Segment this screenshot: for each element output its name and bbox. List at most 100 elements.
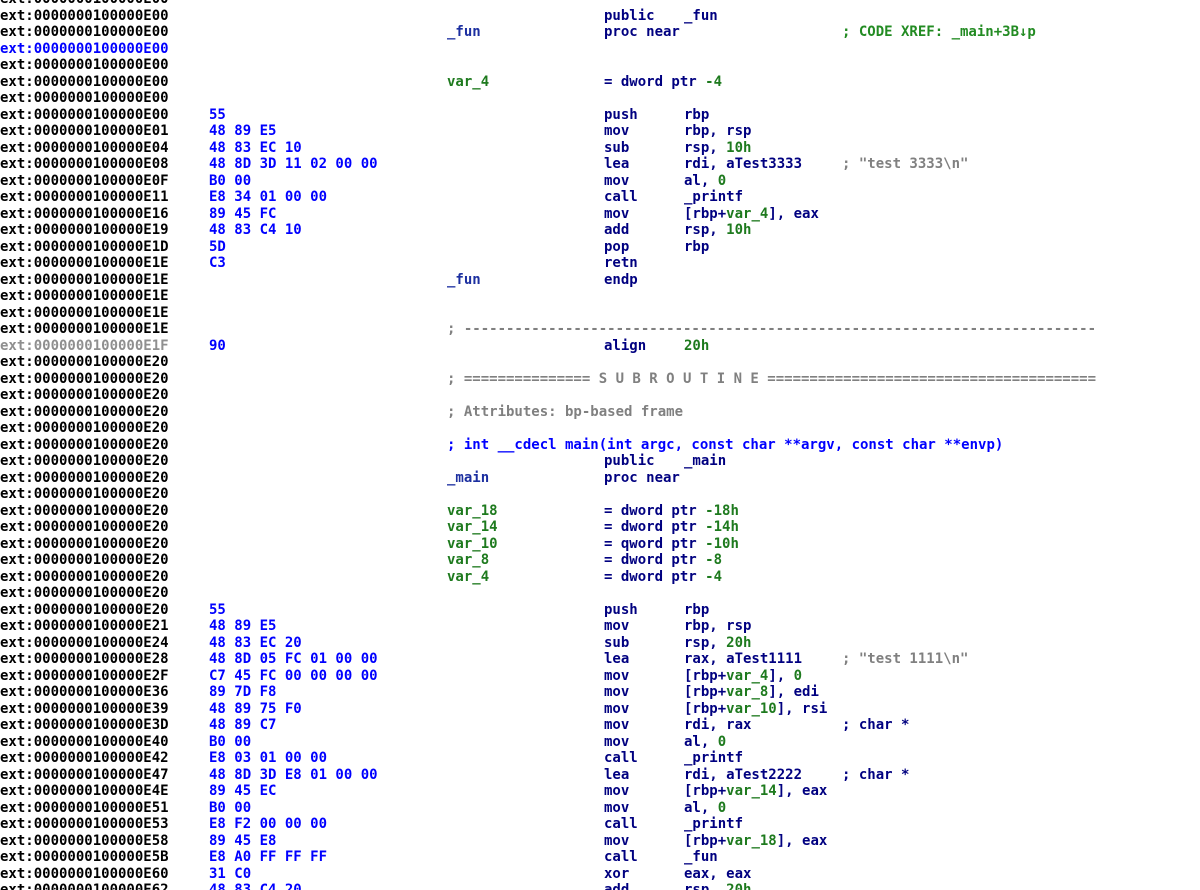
operands[interactable]: rdi, rax: [684, 717, 752, 733]
mnemonic[interactable]: = dword ptr -4: [604, 73, 723, 90]
mnemonic[interactable]: mov: [604, 205, 630, 222]
line-address[interactable]: ext:0000000100000E0F: [0, 172, 169, 189]
line-address[interactable]: ext:0000000100000E1E: [0, 255, 169, 271]
mnemonic[interactable]: call: [604, 750, 638, 766]
opcode-bytes[interactable]: 48 8D 3D 11 02 00 00: [209, 156, 378, 172]
line-address[interactable]: ext:0000000100000E20: [0, 601, 169, 618]
code-xref-comment[interactable]: ; CODE XREF: _main+3B↓p: [842, 24, 1036, 40]
code-label[interactable]: _main: [447, 469, 490, 486]
mnemonic[interactable]: mov: [604, 123, 630, 139]
operands[interactable]: eax, eax: [684, 865, 752, 882]
operands[interactable]: rbp: [684, 238, 710, 255]
operands[interactable]: _fun: [684, 7, 718, 24]
line-address[interactable]: ext:0000000100000E1E: [0, 321, 169, 337]
mnemonic[interactable]: add: [604, 882, 630, 890]
mnemonic[interactable]: = dword ptr -14h: [604, 519, 739, 535]
line-address[interactable]: ext:0000000100000E20: [0, 453, 169, 469]
line-address[interactable]: ext:0000000100000E4E: [0, 783, 169, 799]
opcode-bytes[interactable]: 48 83 EC 10: [209, 139, 302, 156]
operands[interactable]: [rbp+var_10], rsi: [684, 700, 828, 717]
line-address[interactable]: ext:0000000100000E58: [0, 832, 169, 849]
code-label[interactable]: var_4: [447, 568, 490, 585]
mnemonic[interactable]: mov: [604, 783, 630, 799]
listing-line[interactable]: ext:0000000100000E1E; ------------------…: [0, 321, 1200, 338]
listing-line[interactable]: ext:0000000100000E20; Attributes: bp-bas…: [0, 404, 1200, 421]
code-label[interactable]: _fun: [447, 271, 481, 288]
line-address[interactable]: ext:0000000100000E2F: [0, 667, 169, 684]
mnemonic[interactable]: push: [604, 106, 638, 123]
line-address[interactable]: ext:0000000100000E20: [0, 585, 169, 601]
operands[interactable]: al, 0: [684, 733, 727, 750]
mnemonic[interactable]: lea: [604, 156, 630, 172]
line-address[interactable]: ext:0000000100000E00: [0, 24, 169, 40]
line-address[interactable]: ext:0000000100000E60: [0, 865, 169, 882]
listing-line[interactable]: ext:0000000100000E1E: [0, 288, 1200, 305]
mnemonic[interactable]: add: [604, 222, 630, 238]
opcode-bytes[interactable]: 5D: [209, 238, 226, 255]
mnemonic[interactable]: = dword ptr -8: [604, 552, 723, 568]
opcode-bytes[interactable]: 48 8D 05 FC 01 00 00: [209, 651, 378, 667]
line-address[interactable]: ext:0000000100000E20: [0, 387, 169, 403]
opcode-bytes[interactable]: B0 00: [209, 799, 252, 816]
line-address[interactable]: ext:0000000100000E00: [0, 73, 169, 90]
line-comment[interactable]: ; "test 3333\n": [842, 156, 969, 172]
operands[interactable]: [rbp+var_4], eax: [684, 205, 819, 222]
listing-line[interactable]: ext:0000000100000E20: [0, 585, 1200, 602]
operands[interactable]: rbp, rsp: [684, 123, 752, 139]
mnemonic[interactable]: = qword ptr -10h: [604, 535, 739, 552]
line-address[interactable]: ext:0000000100000E00: [0, 40, 169, 57]
operands[interactable]: _printf: [684, 816, 744, 832]
code-label[interactable]: var_18: [447, 502, 498, 519]
line-address[interactable]: ext:0000000100000E20: [0, 370, 169, 387]
line-address[interactable]: ext:0000000100000E47: [0, 766, 169, 783]
opcode-bytes[interactable]: 48 83 C4 10: [209, 222, 302, 238]
line-address[interactable]: ext:0000000100000E20: [0, 469, 169, 486]
listing-line[interactable]: ext:0000000100000E20: [0, 486, 1200, 503]
opcode-bytes[interactable]: E8 34 01 00 00: [209, 189, 328, 205]
code-label[interactable]: var_14: [447, 519, 498, 535]
line-address[interactable]: ext:0000000100000E1F: [0, 337, 169, 354]
mnemonic[interactable]: sub: [604, 139, 630, 156]
code-label[interactable]: var_10: [447, 535, 498, 552]
line-address[interactable]: ext:0000000100000E00: [0, 90, 169, 106]
line-address[interactable]: ext:0000000100000E28: [0, 651, 169, 667]
listing-line[interactable]: ext:0000000100000E00: [0, 90, 1200, 107]
opcode-bytes[interactable]: 48 83 C4 20: [209, 882, 302, 890]
line-address[interactable]: ext:0000000100000E20: [0, 502, 169, 519]
line-address[interactable]: ext:0000000100000E00: [0, 0, 169, 8]
opcode-bytes[interactable]: 48 8D 3D E8 01 00 00: [209, 766, 378, 783]
operands[interactable]: [rbp+var_18], eax: [684, 832, 828, 849]
listing-line[interactable]: ext:0000000100000E20: [0, 420, 1200, 437]
opcode-bytes[interactable]: 48 89 75 F0: [209, 700, 302, 717]
mnemonic[interactable]: mov: [604, 832, 630, 849]
line-address[interactable]: ext:0000000100000E1E: [0, 288, 169, 304]
line-address[interactable]: ext:0000000100000E04: [0, 139, 169, 156]
mnemonic[interactable]: call: [604, 816, 638, 832]
opcode-bytes[interactable]: E8 A0 FF FF FF: [209, 849, 328, 865]
opcode-bytes[interactable]: 48 83 EC 20: [209, 634, 302, 651]
line-address[interactable]: ext:0000000100000E40: [0, 733, 169, 750]
listing-line[interactable]: ext:0000000100000E1E: [0, 305, 1200, 322]
mnemonic[interactable]: align: [604, 337, 647, 354]
opcode-bytes[interactable]: 89 7D F8: [209, 684, 277, 700]
opcode-bytes[interactable]: 89 45 E8: [209, 832, 277, 849]
operands[interactable]: rsp, 10h: [684, 139, 752, 156]
mnemonic[interactable]: mov: [604, 733, 630, 750]
line-address[interactable]: ext:0000000100000E51: [0, 799, 169, 816]
opcode-bytes[interactable]: 48 89 E5: [209, 618, 277, 634]
line-address[interactable]: ext:0000000100000E62: [0, 882, 169, 890]
opcode-bytes[interactable]: E8 03 01 00 00: [209, 750, 328, 766]
